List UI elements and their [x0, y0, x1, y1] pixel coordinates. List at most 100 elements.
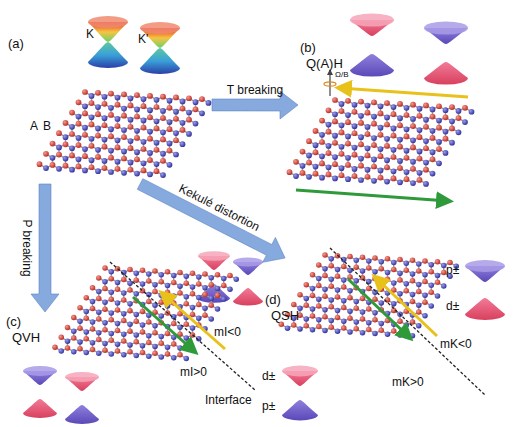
- atom-a: [291, 302, 297, 308]
- atom-a: [109, 317, 115, 323]
- atom-b: [319, 153, 325, 159]
- band-rim: [198, 251, 230, 261]
- atom-b: [443, 107, 449, 113]
- atom-a: [121, 297, 127, 303]
- atom-a: [385, 256, 391, 262]
- atom-a: [171, 341, 177, 347]
- atom-a: [115, 348, 121, 354]
- atom-a: [391, 267, 397, 273]
- atom-a: [391, 154, 397, 160]
- atom-a: [209, 282, 215, 288]
- atom-b: [77, 339, 83, 345]
- atom-a: [423, 124, 429, 130]
- atom-b: [341, 277, 347, 283]
- atom-b: [436, 160, 442, 166]
- atom-b: [141, 118, 147, 124]
- atom-a: [82, 132, 88, 138]
- atom-a: [410, 123, 416, 129]
- atom-a: [59, 335, 65, 341]
- atom-b: [416, 302, 422, 308]
- atom-a: [332, 161, 338, 167]
- atom-a: [95, 111, 101, 117]
- atom-b: [360, 309, 366, 315]
- atom-b: [69, 167, 75, 173]
- atom-a: [391, 111, 397, 117]
- atom-a: [76, 99, 82, 105]
- atom-b: [397, 332, 403, 338]
- atom-a: [199, 96, 205, 102]
- atom-a: [310, 272, 316, 278]
- atom-a: [379, 266, 385, 272]
- atom-a: [134, 114, 140, 120]
- atom-b: [121, 170, 127, 176]
- atom-b: [352, 102, 358, 108]
- atom-b: [127, 322, 133, 328]
- atom-a: [410, 258, 416, 264]
- atom-a: [37, 161, 43, 167]
- atom-a: [165, 269, 171, 275]
- atom-b: [436, 139, 442, 145]
- atom-b: [96, 289, 102, 295]
- atom-b: [397, 270, 403, 276]
- atom-a: [50, 162, 56, 168]
- atom-a: [345, 119, 351, 125]
- atom-b: [134, 271, 140, 277]
- atom-b: [391, 260, 397, 266]
- atom-b: [190, 325, 196, 331]
- atom-a: [167, 148, 173, 154]
- atom-a: [154, 104, 160, 110]
- atom-a: [404, 176, 410, 182]
- atom-a: [404, 134, 410, 140]
- atom-a: [404, 288, 410, 294]
- atom-a: [167, 126, 173, 132]
- lattice-bonds: [55, 268, 236, 359]
- atom-a: [127, 328, 133, 334]
- atom-b: [77, 319, 83, 325]
- atom-b: [335, 267, 341, 273]
- atom-b: [167, 98, 173, 104]
- atom-a: [84, 316, 90, 322]
- atom-b: [449, 140, 455, 146]
- atom-b: [196, 315, 202, 321]
- atom-b: [134, 353, 140, 359]
- atom-a: [378, 132, 384, 138]
- annotation-label: mK<0: [440, 338, 472, 351]
- band-sheet: [88, 42, 128, 68]
- atom-b: [89, 136, 95, 142]
- atom-b: [102, 279, 108, 285]
- atom-b: [141, 160, 147, 166]
- atom-a: [115, 145, 121, 151]
- atom-a: [147, 93, 153, 99]
- atom-b: [352, 123, 358, 129]
- atom-b: [423, 181, 429, 187]
- atom-b: [430, 107, 436, 113]
- atom-a: [147, 157, 153, 163]
- atom-b: [90, 319, 96, 325]
- atom-a: [404, 267, 410, 273]
- atom-a: [165, 351, 171, 357]
- atom-b: [335, 328, 341, 334]
- atom-a: [341, 305, 347, 311]
- atom-b: [379, 300, 385, 306]
- atom-a: [102, 306, 108, 312]
- atom-a: [313, 128, 319, 134]
- annotation-label: Ω/B: [335, 68, 349, 81]
- atom-b: [134, 107, 140, 113]
- atom-a: [371, 164, 377, 170]
- atom-a: [423, 103, 429, 109]
- atom-b: [326, 143, 332, 149]
- atom-a: [50, 141, 56, 147]
- atom-a: [121, 156, 127, 162]
- atom-b: [378, 103, 384, 109]
- atom-b: [90, 299, 96, 305]
- transition-label: T breaking: [227, 83, 283, 96]
- atom-a: [316, 324, 322, 330]
- atom-a: [291, 322, 297, 328]
- atom-b: [410, 180, 416, 186]
- atom-a: [335, 274, 341, 280]
- atom-b: [140, 322, 146, 328]
- atom-a: [180, 127, 186, 133]
- atom-b: [165, 303, 171, 309]
- atom-b: [43, 165, 49, 171]
- atom-b: [134, 128, 140, 134]
